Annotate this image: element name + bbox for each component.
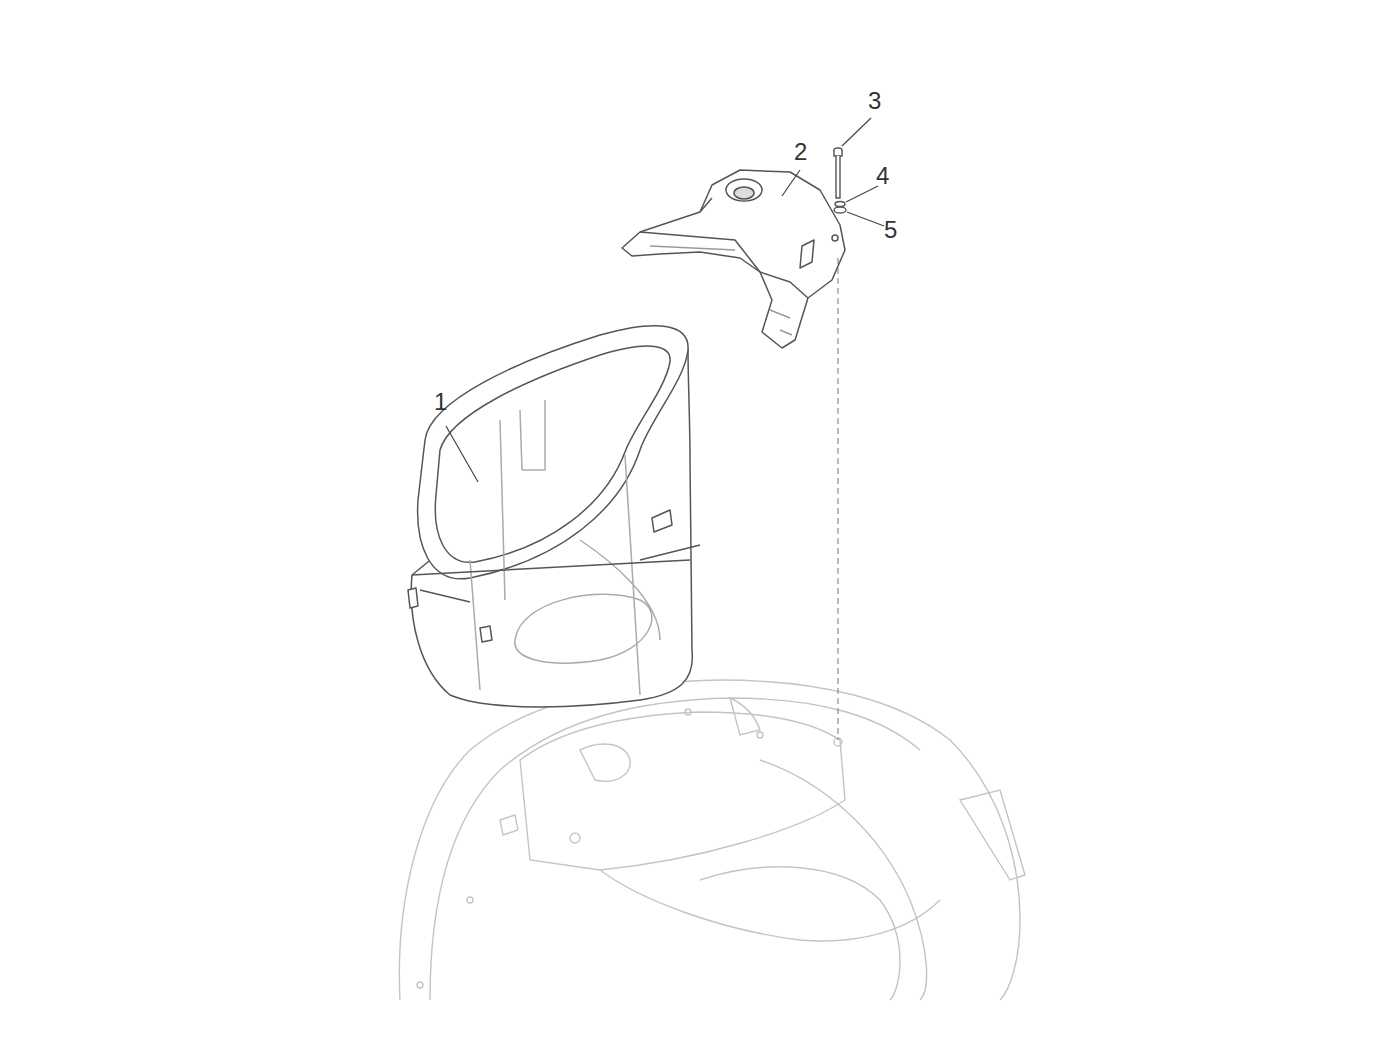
callout-number: 5 [884, 218, 897, 242]
bracket [622, 170, 845, 348]
bolt-and-washers [834, 148, 846, 213]
callout-number: 1 [434, 390, 447, 414]
scooter-body [399, 680, 1025, 1000]
callout-number: 4 [876, 164, 889, 188]
helmet-compartment [408, 326, 700, 707]
leader-lines [446, 118, 884, 482]
callout-number: 2 [794, 140, 807, 164]
assembly-line [838, 258, 839, 740]
callout-number: 3 [868, 89, 881, 113]
